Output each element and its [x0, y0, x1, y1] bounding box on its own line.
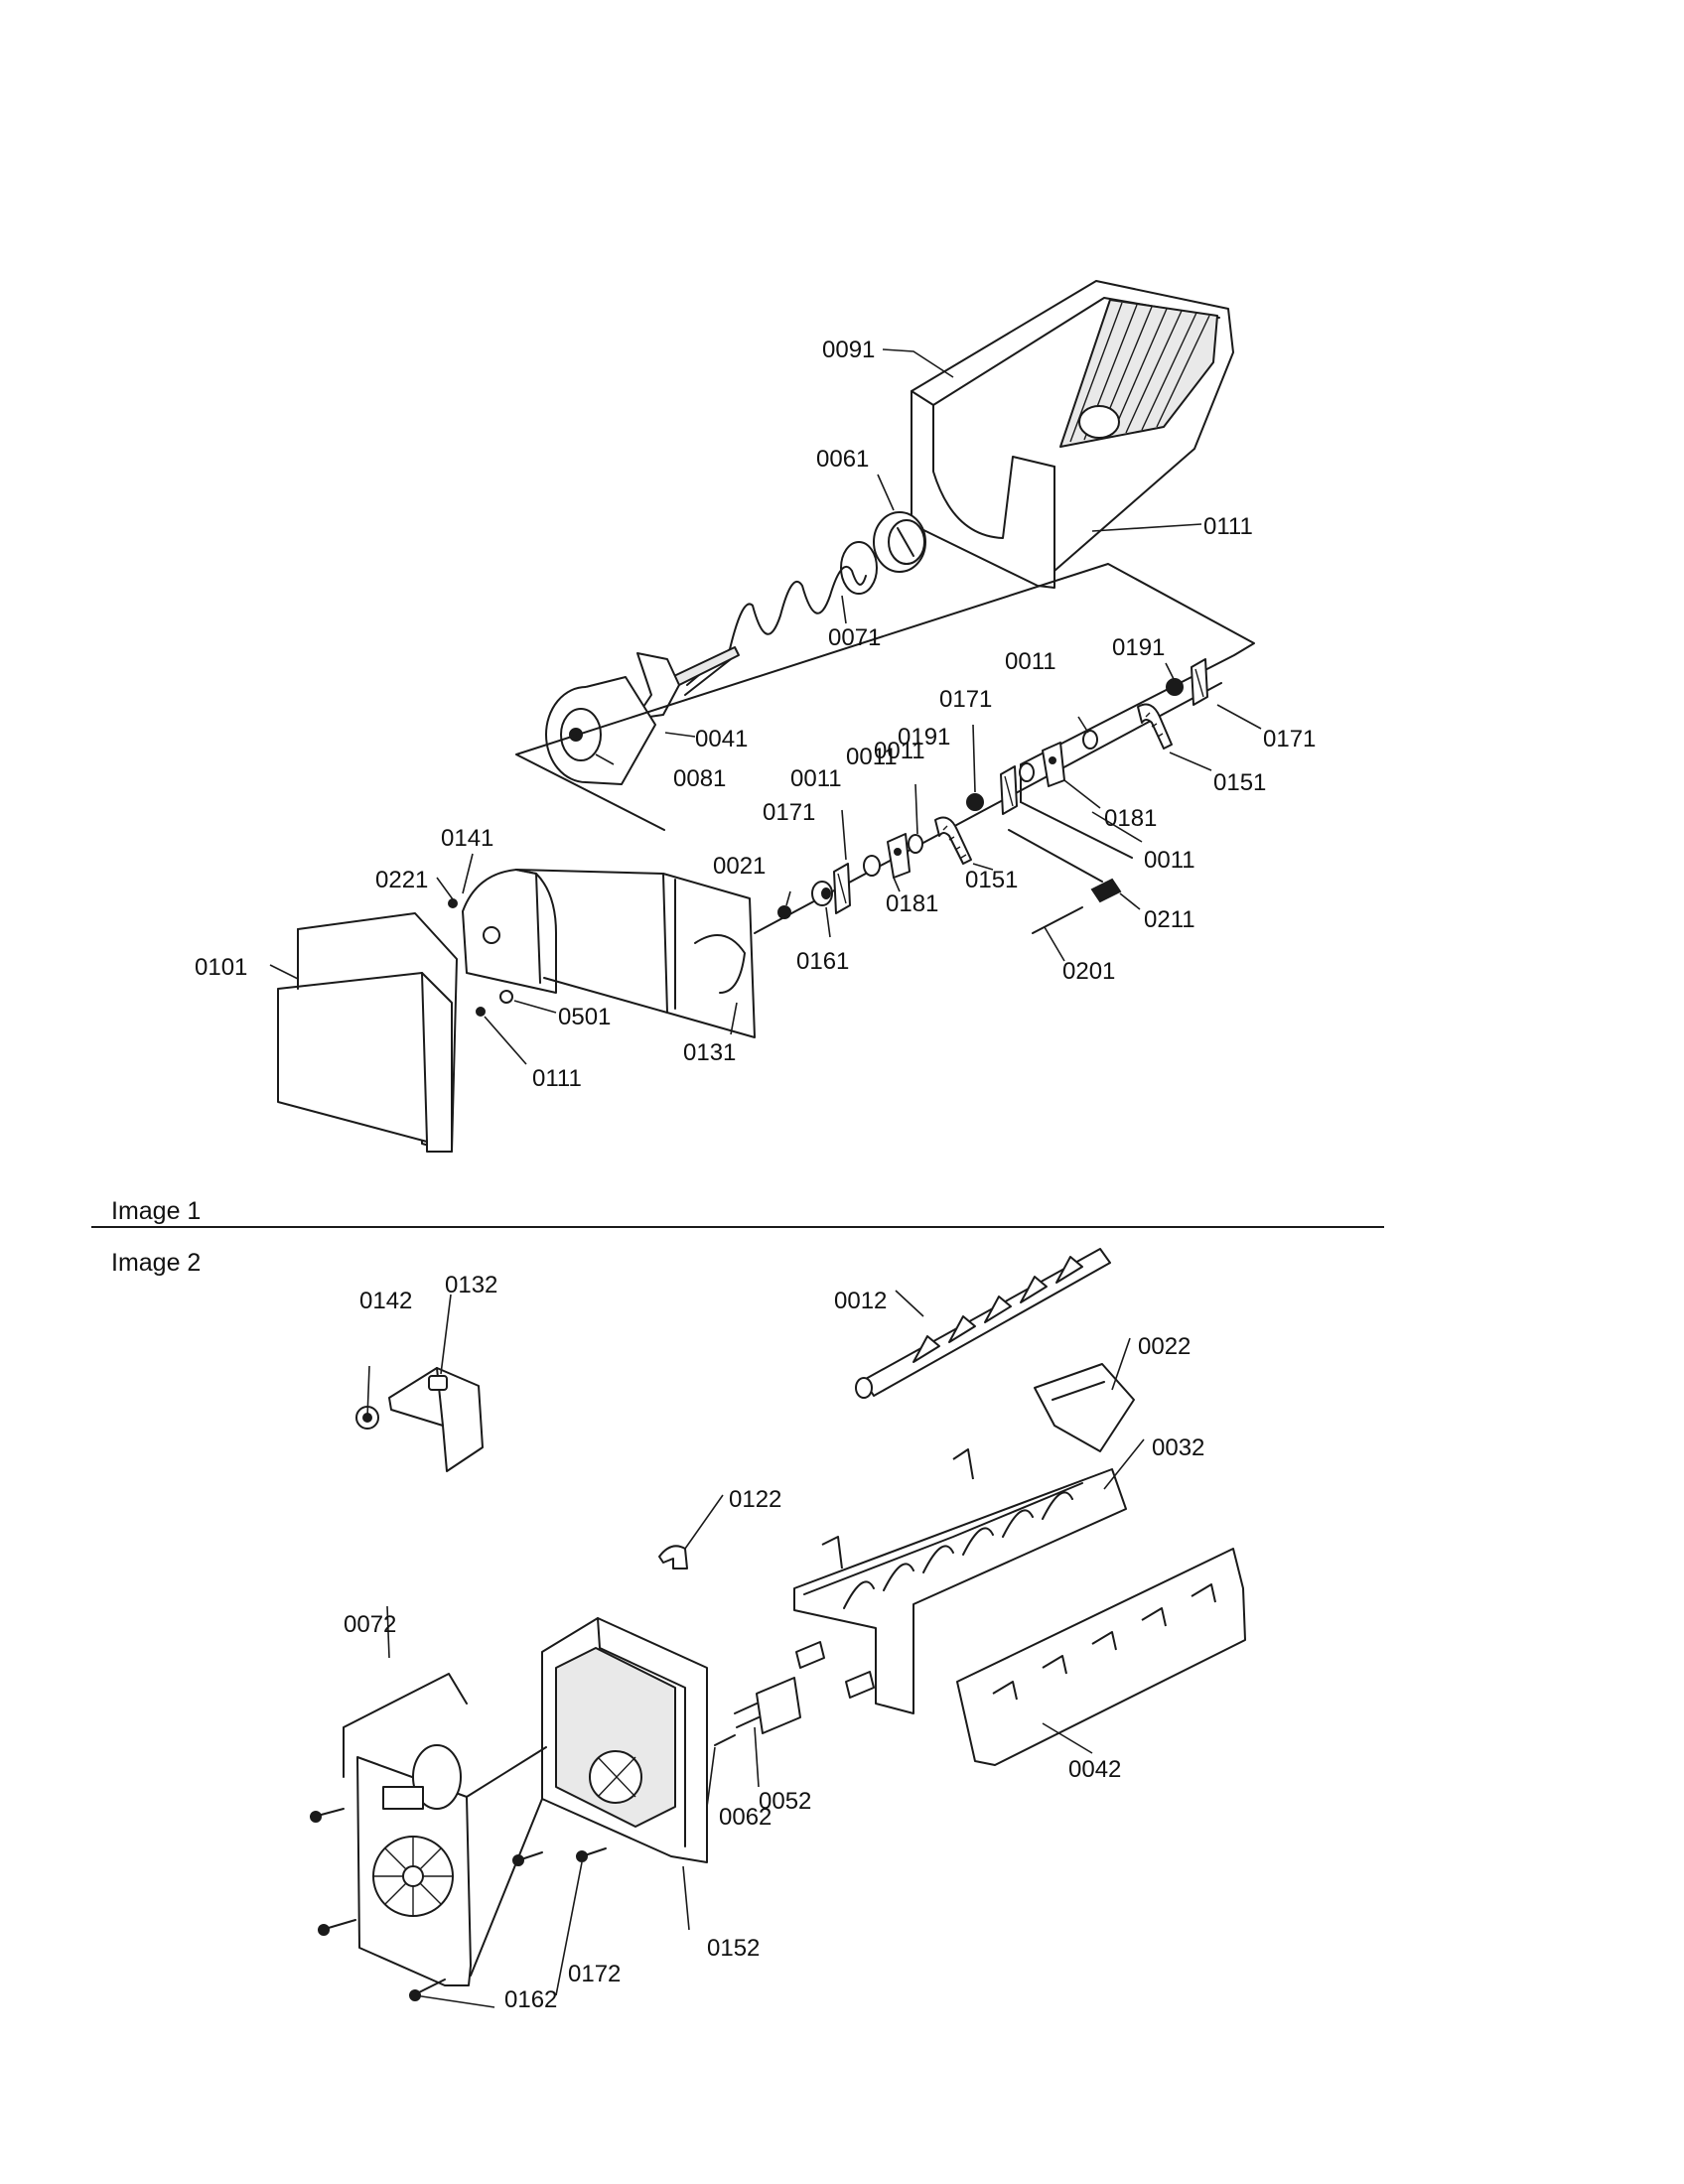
callout: 0011: [790, 765, 842, 792]
pin-0201: [1032, 906, 1083, 934]
callout: 0191: [898, 724, 950, 751]
callout: 0171: [1263, 726, 1316, 752]
callout: 0041: [695, 726, 748, 752]
washer-0011d: [1082, 730, 1098, 750]
callout: 0021: [713, 853, 766, 880]
callout: 0011: [846, 744, 898, 770]
callout: 0141: [441, 825, 493, 852]
spacer-0171a: [833, 863, 851, 914]
leader-lines: [269, 348, 1262, 2008]
callout: 0142: [359, 1288, 412, 1314]
mounting-plate: [662, 873, 756, 1038]
washer-0011b: [908, 834, 923, 854]
callout: 0022: [1138, 1333, 1191, 1360]
mold-cover: [956, 1548, 1246, 1766]
nut-0501: [499, 990, 513, 1004]
cutter-0151b: [1137, 703, 1173, 750]
callout: 0011: [1005, 648, 1056, 675]
auger-bearing: [873, 511, 926, 573]
screw-0111: [476, 1007, 486, 1017]
callout: 0032: [1152, 1434, 1204, 1461]
spacer-0171c: [1191, 658, 1208, 706]
callout: 0111: [1203, 513, 1253, 540]
callout: 0172: [568, 1961, 621, 1987]
callout: 0011: [874, 738, 925, 764]
callout: 0091: [822, 337, 875, 363]
motor-assembly: [356, 1744, 472, 1986]
callout: 0122: [729, 1486, 781, 1513]
ice-mold: [793, 1448, 1127, 1714]
callout: 0011: [1144, 847, 1195, 874]
callout: 0072: [344, 1611, 396, 1638]
shaft-bushing: [845, 1671, 875, 1699]
screws: [310, 1808, 607, 2001]
callout: 0012: [834, 1288, 887, 1314]
image1-callouts: 0091 0061 0111 0071 0191 0011 0171 0041 …: [195, 337, 1316, 1092]
bearing-0191b: [1166, 678, 1184, 696]
callout: 0171: [763, 799, 815, 826]
callout: 0062: [719, 1804, 772, 1831]
callout: 0151: [965, 867, 1018, 893]
callout: 0162: [504, 1986, 557, 2013]
motor-bracket-outline: [343, 1673, 468, 1778]
callout: 0201: [1062, 958, 1115, 985]
bushing-0161: [811, 881, 833, 906]
callout: 0181: [886, 890, 938, 917]
callout: 0221: [375, 867, 428, 893]
ejector-blade: [855, 1248, 1111, 1399]
image2-label: Image 2: [111, 1249, 202, 1277]
spring-ring: [840, 541, 878, 595]
callout: 0042: [1068, 1756, 1121, 1783]
callout: 0161: [796, 948, 849, 975]
washer-0011a: [863, 855, 881, 877]
fill-cup: [1034, 1363, 1135, 1452]
front-cover: [277, 912, 458, 1153]
callout: 0501: [558, 1004, 611, 1030]
thermostat-bracket: [388, 1367, 484, 1472]
crusher-blade: [634, 652, 680, 720]
callout: 0052: [759, 1788, 811, 1815]
callout: 0181: [1104, 805, 1157, 832]
auger-spring: [686, 565, 867, 686]
callout: 0151: [1213, 769, 1266, 796]
cutter-0151a: [934, 816, 972, 865]
callout: 0152: [707, 1935, 760, 1962]
blade-0181b: [1042, 742, 1065, 787]
subassembly-outline: [515, 563, 1255, 831]
blade-0181a: [887, 833, 911, 879]
spacer-0171b: [1000, 765, 1018, 815]
callout: 0211: [1144, 906, 1195, 933]
control-housing: [541, 1617, 708, 1863]
thermostat-0052: [734, 1677, 801, 1734]
callout: 0132: [445, 1272, 497, 1298]
callout: 0081: [673, 765, 726, 792]
motor-housing: [462, 869, 557, 994]
callout: 0061: [816, 446, 869, 473]
callout: 0101: [195, 954, 247, 981]
image1-label: Image 1: [111, 1197, 202, 1225]
washer-0021: [777, 905, 791, 919]
image2-callouts: 0142 0132 0012 0022 0032 0122 0072 0042 …: [344, 1272, 1204, 2013]
section-divider: [91, 1226, 1384, 1228]
callout: 0071: [828, 624, 881, 651]
wire-clip: [658, 1545, 688, 1570]
callout: 0131: [683, 1039, 736, 1066]
ice-bucket: [911, 280, 1234, 589]
screw-0221: [448, 898, 458, 908]
callout: 0191: [1112, 634, 1165, 661]
spring-0211: [1090, 878, 1122, 903]
bearing-0191a: [966, 793, 984, 811]
callout: 0111: [532, 1065, 582, 1092]
washer-0011c: [1019, 762, 1035, 782]
drive-wheel: [545, 676, 656, 785]
callout: 0171: [939, 686, 992, 713]
